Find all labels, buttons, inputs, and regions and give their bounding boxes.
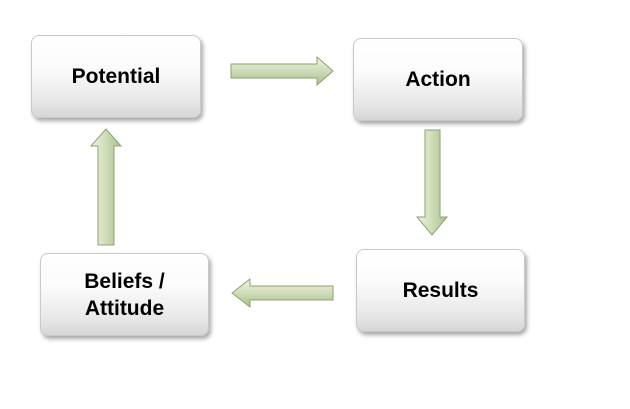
action-node: Action [353,38,523,121]
potential-node: Potential [31,35,201,118]
arrow-results-to-beliefs [231,277,334,309]
results-node: Results [356,249,525,332]
action-label: Action [405,68,471,91]
beliefs-attitude-node: Beliefs / Attitude [40,253,209,336]
results-label: Results [402,279,479,302]
potential-label: Potential [71,65,161,88]
beliefs-attitude-label: Beliefs / Attitude [84,269,165,320]
arrow-potential-to-action [230,55,334,87]
arrow-beliefs-to-potential [89,128,123,246]
arrow-action-to-results [415,129,449,236]
